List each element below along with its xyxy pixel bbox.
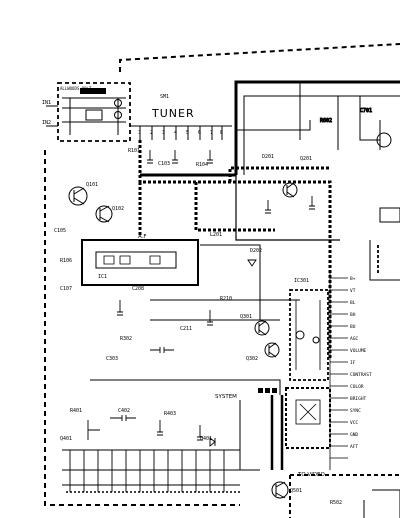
svg-text:R210: R210 <box>220 296 232 302</box>
svg-text:Q501: Q501 <box>290 488 302 494</box>
notes: TO VIDEO SYSTEM A.F ALLWOODS 99LT <box>60 86 326 478</box>
note-af: A.F <box>138 234 147 240</box>
svg-text:7: 7 <box>210 130 213 136</box>
svg-text:6: 6 <box>198 130 201 136</box>
svg-text:VCC: VCC <box>350 420 358 426</box>
svg-text:D202: D202 <box>250 248 262 254</box>
svg-text:Q101: Q101 <box>86 182 98 188</box>
transistor-q3 <box>254 320 270 336</box>
note-system: SYSTEM <box>215 394 237 400</box>
svg-text:BRIGHT: BRIGHT <box>350 396 367 402</box>
svg-text:C208: C208 <box>132 286 144 292</box>
svg-text:C211: C211 <box>180 326 192 332</box>
right-pin-list <box>329 270 348 470</box>
svg-text:R401: R401 <box>70 408 82 414</box>
bottom-right-module <box>285 387 400 518</box>
svg-text:Q401: Q401 <box>60 436 72 442</box>
svg-text:Q102: Q102 <box>112 206 124 212</box>
svg-text:R106: R106 <box>60 258 72 264</box>
transistor-q1 <box>68 186 88 206</box>
svg-text:BL: BL <box>350 300 356 306</box>
tuner-label: TUNER <box>151 107 195 120</box>
svg-text:Q201: Q201 <box>300 156 312 162</box>
svg-text:D201: D201 <box>262 154 274 160</box>
tuner-pins <box>139 126 223 140</box>
svg-text:IC1: IC1 <box>98 274 107 280</box>
passive-components <box>87 150 315 447</box>
note-to-video: TO VIDEO <box>297 472 326 478</box>
module-title: ALLWOODS 99LT <box>60 86 92 91</box>
svg-text:R101: R101 <box>128 148 140 154</box>
svg-text:4: 4 <box>174 130 177 136</box>
top-right-bus: C701 R602 <box>234 80 400 175</box>
svg-text:SM1: SM1 <box>160 94 169 100</box>
ic-u1: IC1 <box>95 251 177 280</box>
svg-text:R104: R104 <box>196 162 208 168</box>
svg-text:1: 1 <box>138 130 141 136</box>
svg-text:R403: R403 <box>164 411 176 417</box>
svg-text:8: 8 <box>220 130 223 136</box>
svg-text:IC301: IC301 <box>294 278 309 284</box>
test-points <box>258 388 277 393</box>
transistor-q5 <box>282 182 298 198</box>
svg-text:L201: L201 <box>210 232 222 238</box>
svg-text:R502: R502 <box>330 500 342 506</box>
transistor-q6 <box>271 481 289 499</box>
svg-text:C303: C303 <box>106 356 118 362</box>
svg-text:2: 2 <box>150 130 153 136</box>
svg-text:AFT: AFT <box>350 444 358 450</box>
svg-text:C107: C107 <box>60 286 72 292</box>
svg-text:IN2: IN2 <box>42 120 51 126</box>
svg-text:Q302: Q302 <box>246 356 258 362</box>
svg-text:SYNC: SYNC <box>350 408 361 414</box>
antenna-module-box: IN1 IN2 <box>42 82 131 142</box>
svg-text:COLOR: COLOR <box>350 384 364 390</box>
ic-right-block <box>289 289 329 381</box>
svg-text:VT: VT <box>350 288 356 294</box>
svg-text:BU: BU <box>350 324 356 330</box>
svg-text:BH: BH <box>350 312 356 318</box>
tuner-block: TUNER 1 2 3 4 5 6 7 8 SM1 <box>130 94 232 140</box>
svg-text:AGC: AGC <box>350 336 358 342</box>
svg-text:B+: B+ <box>350 276 356 282</box>
transistor-q4 <box>264 342 280 358</box>
svg-text:C701: C701 <box>360 108 372 114</box>
svg-text:5: 5 <box>186 130 189 136</box>
svg-text:GND: GND <box>350 432 358 438</box>
right-edge-connector <box>369 207 400 281</box>
svg-text:VOLUME: VOLUME <box>350 348 367 354</box>
svg-text:D401: D401 <box>200 436 212 442</box>
svg-text:C103: C103 <box>158 161 170 167</box>
svg-text:IN1: IN1 <box>42 100 51 106</box>
svg-text:C105: C105 <box>54 228 66 234</box>
signal-lines <box>81 173 340 471</box>
svg-text:CONTRAST: CONTRAST <box>350 372 372 378</box>
svg-text:R602: R602 <box>320 118 332 124</box>
svg-text:Q301: Q301 <box>240 314 252 320</box>
transistor-q2 <box>95 205 113 223</box>
designators: R101 C103 R104 D201 Q201 Q101 Q102 C105 … <box>54 148 342 506</box>
outer-dashed-frame <box>44 43 400 506</box>
switch-bank <box>62 449 240 493</box>
svg-text:R302: R302 <box>120 336 132 342</box>
svg-text:C402: C402 <box>118 408 130 414</box>
right-pin-labels: B+ VT BL BH BU AGC VOLUME IF CONTRAST CO… <box>350 276 372 450</box>
svg-text:IF: IF <box>350 360 356 366</box>
svg-text:3: 3 <box>162 130 165 136</box>
